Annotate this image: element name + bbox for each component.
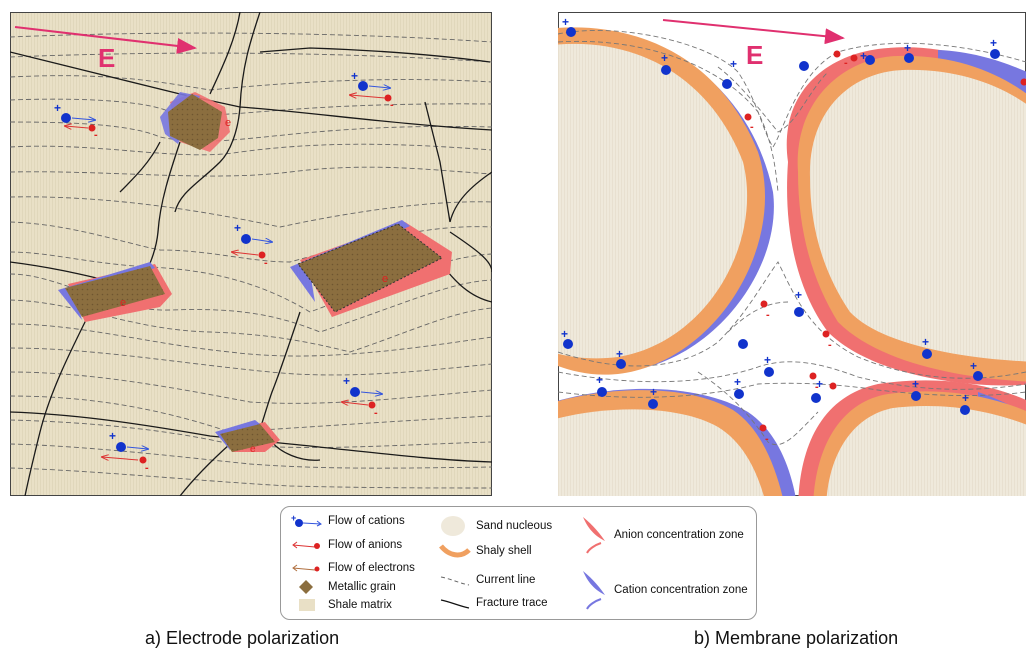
svg-text:+: + bbox=[816, 377, 823, 391]
caption-electrode-polarization: a) Electrode polarization bbox=[145, 628, 340, 648]
svg-text:+: + bbox=[734, 375, 741, 389]
field-label: E bbox=[98, 43, 115, 73]
svg-text:+: + bbox=[562, 15, 569, 29]
svg-text:+: + bbox=[54, 101, 61, 115]
svg-text:+: + bbox=[970, 359, 977, 373]
sand-grain-top-left bbox=[558, 27, 774, 375]
svg-text:+: + bbox=[109, 429, 116, 443]
sand-nucleous-icon bbox=[441, 516, 465, 536]
svg-text:+: + bbox=[990, 36, 997, 50]
svg-text:-: - bbox=[390, 99, 394, 111]
svg-text:+: + bbox=[962, 391, 969, 405]
legend-metallic-grain: Metallic grain bbox=[289, 578, 396, 596]
anion-flow-icon bbox=[292, 541, 320, 549]
shale-matrix-icon bbox=[299, 599, 315, 611]
cation-signs-b: + + + + + + + + + + + + + + + + + + bbox=[561, 15, 997, 405]
field-arrow-b bbox=[662, 19, 845, 45]
cations-b bbox=[563, 27, 1000, 415]
current-lines-b bbox=[558, 30, 1026, 446]
svg-text:e: e bbox=[120, 297, 126, 309]
fracture-trace-icon bbox=[440, 599, 470, 609]
legend-shale-matrix: Shale matrix bbox=[289, 598, 392, 612]
legend-shaly-shell: Shaly shell bbox=[439, 540, 532, 562]
caption-membrane-polarization: b) Membrane polarization bbox=[694, 628, 899, 648]
svg-text:+: + bbox=[596, 373, 603, 387]
legend-anion-zone: Anion concentration zone bbox=[579, 515, 749, 555]
legend: + Flow of cations Flow of anions Flow of… bbox=[280, 506, 757, 620]
metallic-grain-4: e bbox=[215, 420, 280, 455]
cation-flow-icon: + bbox=[291, 513, 322, 527]
metallic-grain-2: e bbox=[290, 220, 452, 317]
svg-text:-: - bbox=[765, 433, 769, 445]
ion-pair-4: + - bbox=[342, 374, 382, 419]
svg-text:-: - bbox=[94, 129, 98, 141]
anions-b bbox=[744, 50, 1026, 432]
legend-current-line: Current line bbox=[439, 573, 535, 587]
svg-text:+: + bbox=[351, 69, 358, 83]
panel-electrode-polarization: E e e e e + - + - bbox=[10, 12, 492, 496]
svg-text:-: - bbox=[374, 407, 378, 419]
svg-text:-: - bbox=[844, 57, 848, 69]
svg-text:+: + bbox=[234, 221, 241, 235]
svg-text:+: + bbox=[616, 347, 623, 361]
legend-fracture-trace: Fracture trace bbox=[439, 596, 548, 610]
svg-text:-: - bbox=[766, 309, 770, 321]
svg-text:+: + bbox=[291, 513, 296, 523]
svg-text:+: + bbox=[912, 377, 919, 391]
svg-text:+: + bbox=[730, 57, 737, 71]
legend-electrons: Flow of electrons bbox=[289, 560, 415, 576]
svg-text:+: + bbox=[860, 49, 867, 63]
membrane-polarization-diagram: E + + + + + + + + + + + + + + + + bbox=[558, 12, 1026, 496]
metallic-grain-icon bbox=[299, 580, 313, 594]
field-label-b: E bbox=[746, 40, 763, 70]
current-lines bbox=[10, 32, 492, 489]
svg-text:e: e bbox=[225, 117, 231, 129]
panel-membrane-polarization: E + + + + + + + + + + + + + + + + bbox=[558, 12, 1026, 496]
legend-cations: + Flow of cations bbox=[289, 513, 405, 529]
svg-text:-: - bbox=[828, 339, 832, 351]
anion-signs-b: - - - - - - bbox=[750, 57, 848, 445]
svg-text:-: - bbox=[750, 121, 754, 133]
sand-grain-top-right bbox=[786, 47, 1026, 386]
field-arrow bbox=[14, 26, 197, 54]
svg-text:+: + bbox=[764, 353, 771, 367]
svg-text:+: + bbox=[922, 335, 929, 349]
ion-pair-1: + - bbox=[54, 101, 98, 141]
legend-cation-zone: Cation concentration zone bbox=[579, 569, 749, 611]
svg-text:-: - bbox=[815, 381, 819, 393]
svg-text:+: + bbox=[904, 41, 911, 55]
sand-grain-bottom-left bbox=[558, 388, 796, 496]
svg-text:+: + bbox=[343, 374, 350, 388]
metallic-grain-3: e bbox=[58, 262, 172, 322]
svg-text:+: + bbox=[795, 288, 802, 302]
ion-pair-2: + - bbox=[350, 69, 394, 111]
legend-sand-nucleous: Sand nucleous bbox=[439, 515, 552, 537]
current-line-icon bbox=[440, 576, 470, 586]
svg-text:+: + bbox=[561, 327, 568, 341]
legend-anions: Flow of anions bbox=[289, 537, 402, 553]
electrode-polarization-diagram: E e e e e + - + - bbox=[10, 12, 492, 496]
ion-pair-5: + - bbox=[102, 429, 149, 474]
svg-text:e: e bbox=[382, 273, 388, 285]
metallic-grain-1: e bbox=[160, 92, 231, 152]
electron-flow-icon bbox=[292, 564, 320, 572]
svg-text:+: + bbox=[661, 51, 668, 65]
anion-zone-icon bbox=[583, 517, 605, 554]
svg-text:-: - bbox=[145, 462, 149, 474]
cation-zone-icon bbox=[583, 571, 605, 610]
ion-pair-3: + - bbox=[232, 221, 272, 269]
shaly-shell-icon bbox=[439, 544, 471, 558]
svg-text:+: + bbox=[650, 385, 657, 399]
svg-text:e: e bbox=[250, 444, 256, 455]
svg-text:-: - bbox=[264, 257, 268, 269]
